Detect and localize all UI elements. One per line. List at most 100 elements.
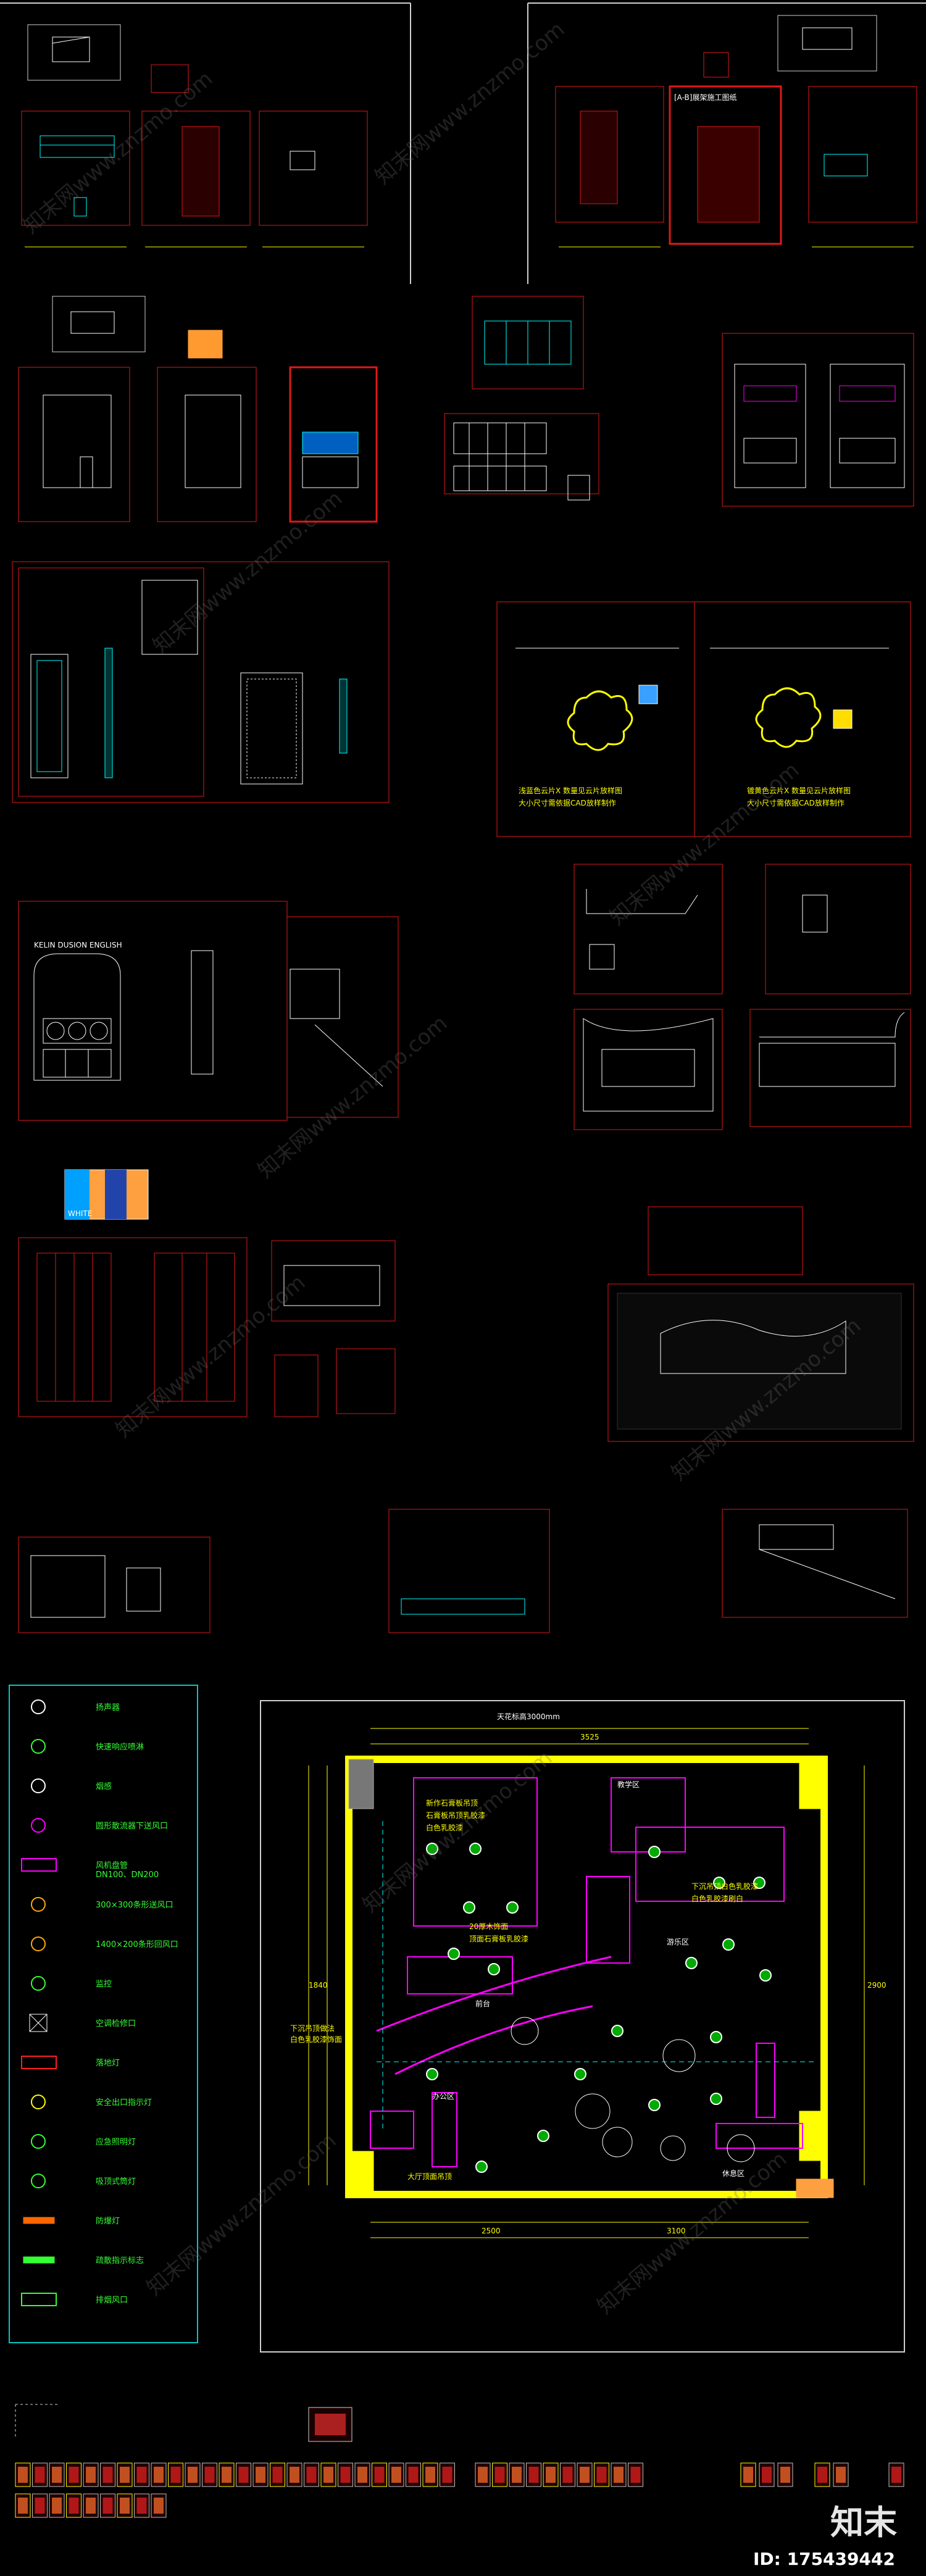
thumbnail[interactable] [134, 2493, 149, 2518]
thumbnail[interactable] [628, 2462, 643, 2487]
plan-note: 大厅顶面吊顶 [407, 2172, 452, 2181]
thumbnail[interactable] [236, 2462, 251, 2487]
thumbnail[interactable] [252, 2462, 269, 2487]
legend-label: 吸顶式筒灯 [96, 2177, 136, 2186]
thumbnail[interactable] [49, 2493, 65, 2518]
legend-label: 300×300条形送风口 [96, 1900, 173, 1910]
thumbnail[interactable] [406, 2462, 421, 2487]
thumbnail[interactable] [151, 2493, 167, 2518]
thumbnail[interactable] [100, 2493, 115, 2518]
legend-list: 扬声器快速响应喷淋烟感圆形散流器下送风口风机盘管300×300条形送风口1400… [21, 1699, 178, 2306]
legend-label: 1400×200条形回风口 [96, 1940, 178, 1949]
thumbnail[interactable] [594, 2462, 609, 2487]
legend-label: 烟感 [96, 1782, 112, 1791]
smoke-detector-icon [31, 1778, 46, 1793]
thumbnail[interactable] [304, 2462, 319, 2487]
thumbnail[interactable] [611, 2462, 627, 2487]
thumbnail[interactable] [270, 2462, 285, 2487]
thumbnail[interactable] [475, 2462, 491, 2487]
plan-room-label: 办公区 [432, 2091, 454, 2101]
thumbnail[interactable] [577, 2462, 593, 2487]
thumbnail[interactable] [66, 2493, 81, 2518]
thumbnail[interactable] [888, 2462, 904, 2487]
thumbnail[interactable] [759, 2462, 775, 2487]
thumbnail[interactable] [100, 2462, 115, 2487]
legend-extra-label: DN100、DN200 [96, 1870, 159, 1880]
round-diffuser-icon [31, 1818, 46, 1833]
thumbnail[interactable] [15, 2493, 31, 2518]
thumbnail[interactable] [354, 2462, 370, 2487]
thumbnail[interactable] [151, 2462, 167, 2487]
thumbnail[interactable] [372, 2462, 387, 2487]
thumbnail[interactable] [202, 2462, 217, 2487]
plan-room-label: 前台 [475, 1999, 490, 2008]
thumbnail[interactable] [492, 2462, 507, 2487]
thumbnail[interactable] [422, 2462, 438, 2487]
frame-row2-right [722, 333, 914, 507]
legend-label: 疏散指示标志 [96, 2256, 144, 2265]
thumbnail[interactable] [833, 2462, 849, 2487]
thumbnail[interactable] [15, 2462, 31, 2487]
thumbnail[interactable] [117, 2493, 133, 2518]
legend-label: 安全出口指示灯 [96, 2098, 152, 2107]
legend-label: 监控 [96, 1980, 112, 1989]
thumbnail[interactable] [526, 2462, 541, 2487]
plan-dimension: 2900 [867, 1981, 886, 1990]
color-bar-label: WHITE [68, 1209, 92, 1218]
exit-sign-icon [31, 2095, 46, 2109]
thumbnail[interactable] [185, 2462, 201, 2487]
thumbnail[interactable] [777, 2462, 793, 2487]
plan-room-label: 休息区 [722, 2169, 745, 2178]
plan-dimension: 1840 [309, 1981, 328, 1990]
ceiling-note-right-2: 大小尺寸需依据CAD放样制作 [747, 798, 845, 807]
legend-label: 落地灯 [96, 2059, 120, 2068]
evac-sign-icon [23, 2256, 55, 2264]
plan-left-note-line2: 白色乳胶漆饰面 [290, 2035, 342, 2044]
thumbnail[interactable] [117, 2462, 133, 2487]
thumbnail[interactable] [740, 2462, 756, 2487]
fire-light-icon [23, 2217, 55, 2224]
top-right-sheet-label: [A-B]展架施工图纸 [674, 93, 736, 102]
strip-light-icon [21, 2056, 57, 2069]
frame-top-left [0, 2, 411, 284]
plan-room-label: 教学区 [617, 1780, 640, 1789]
plan-room-label: 游乐区 [667, 1938, 689, 1946]
sprinkler-icon [31, 1739, 46, 1754]
thumbnail[interactable] [560, 2462, 575, 2487]
watermark-text: 知末网www.znzmo.com [605, 757, 804, 930]
frame-row3-left [12, 561, 390, 803]
thumbnail[interactable] [338, 2462, 353, 2487]
thumbnail[interactable] [286, 2462, 302, 2487]
thumbnail-strip [15, 2462, 904, 2518]
legend-label: 空调检修口 [96, 2019, 136, 2028]
thumbnail[interactable] [134, 2462, 149, 2487]
recessed-light-icon [31, 2174, 46, 2188]
frame-row5-left [18, 1169, 396, 1417]
thumbnail[interactable] [440, 2462, 455, 2487]
emergency-light-icon [31, 2134, 46, 2149]
thumbnail[interactable] [83, 2462, 99, 2487]
thumbnail[interactable] [32, 2462, 48, 2487]
thumbnail[interactable] [32, 2493, 48, 2518]
thumbnail[interactable] [66, 2462, 81, 2487]
watermark-text: 知末网www.znzmo.com [358, 1745, 557, 1917]
legend-label: 圆形散流器下送风口 [96, 1822, 168, 1831]
thumbnail[interactable] [814, 2462, 830, 2487]
thumbnail[interactable] [320, 2462, 336, 2487]
frame-row2-mid [444, 296, 599, 501]
thumbnail[interactable] [49, 2462, 65, 2487]
thumbnail[interactable] [168, 2462, 183, 2487]
plan-note: 20厚木饰面 [469, 1922, 508, 1931]
thumbnail[interactable] [83, 2493, 99, 2518]
watermark-text: 知末网www.znzmo.com [370, 17, 569, 189]
speaker-icon [31, 1699, 46, 1714]
thumbnail[interactable] [219, 2462, 235, 2487]
ceiling-note-right: 镀黄色云片X 数量见云片放样图 [747, 786, 851, 795]
thumbnail[interactable] [509, 2462, 525, 2487]
frame-top-right [527, 2, 926, 284]
thumbnail[interactable] [543, 2462, 559, 2487]
plan-top-label: 天花标高3000mm [497, 1712, 560, 1721]
thumbnail[interactable] [388, 2462, 404, 2487]
watermark-text: 知末网www.znzmo.com [148, 486, 347, 658]
